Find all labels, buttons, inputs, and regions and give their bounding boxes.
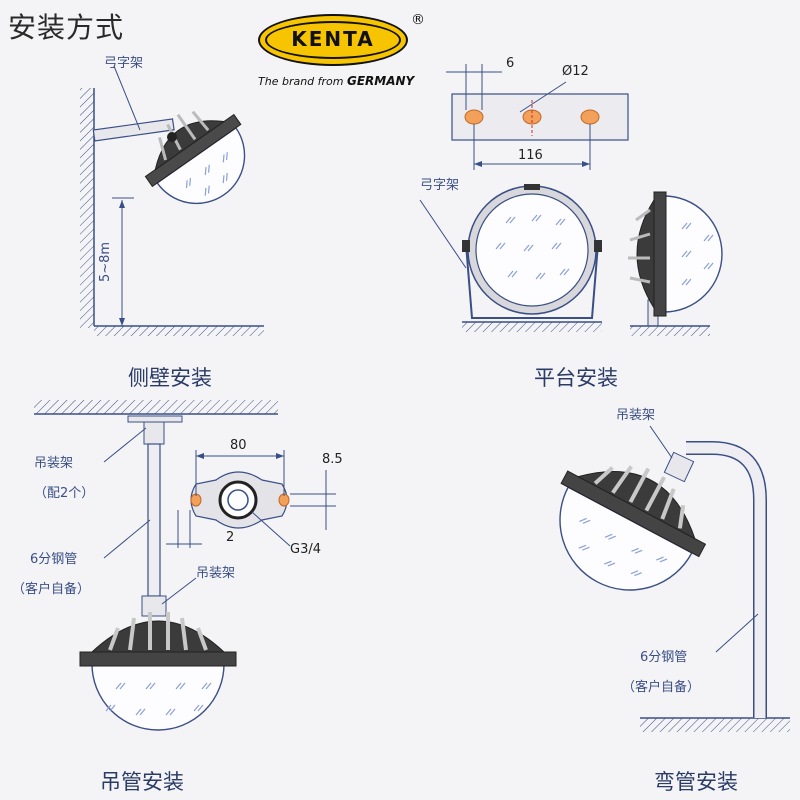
thread-leader (251, 511, 291, 547)
bent-lamp-fins (593, 465, 686, 529)
side-view-globe (663, 195, 723, 313)
side-bracket-label: 弓字架 (104, 56, 144, 71)
ceiling-hanger (143, 421, 165, 445)
height-label: 5~8m (98, 241, 113, 282)
side-wall-caption: 侧壁安装 (128, 366, 212, 390)
pendant-lamp-fins (108, 612, 208, 651)
front-lamp-pivot-left (462, 240, 470, 252)
bent-pipe-installation (559, 425, 790, 732)
bent-pipe-fill (686, 442, 766, 718)
dim-hole-diameter: Ø12 (562, 64, 589, 79)
bent-lamp-heatsink (576, 471, 696, 540)
lamp-hanger (141, 595, 167, 617)
tagline-prefix: The brand from (258, 75, 344, 88)
wall-arm (92, 118, 175, 142)
logo-oval (258, 14, 408, 66)
wall-hatch (80, 88, 94, 328)
dim-hanger-offset: 8.5 (322, 452, 343, 467)
dim-thread: G3/4 (290, 542, 321, 557)
bent-floor-hatch (640, 718, 790, 732)
pendant-pipe-note: （客户自备） (12, 582, 91, 597)
lamp-hanger-leader (161, 577, 197, 605)
dia12-leader (519, 81, 567, 113)
bent-pipe-caption: 弯管安装 (654, 770, 738, 794)
pendant-hanger-label: 吊装架 (34, 456, 74, 471)
dim-length: 116 (518, 148, 543, 163)
pendant-lamp-globe (91, 663, 225, 731)
height-arrow-bottom (119, 318, 125, 326)
ceiling-hatch (34, 400, 278, 414)
dim116-arrow-left (474, 161, 482, 167)
front-lamp-pivot-right (594, 240, 602, 252)
bent-lamp (559, 465, 707, 591)
plate-hole (580, 109, 600, 125)
hanger-center-bore (227, 489, 249, 511)
platform-base-hatch (462, 322, 602, 332)
dim116-arrow-right (582, 161, 590, 167)
bent-hanger (663, 451, 695, 483)
page-title: 安装方式 (8, 11, 125, 44)
pendant-lamp-heatsink (90, 620, 226, 653)
platform-installation (419, 64, 723, 336)
side-view-fins (628, 208, 651, 284)
bent-pipe-leader (715, 613, 759, 653)
dim80-arrow-right (276, 453, 284, 459)
platform-caption: 平台安装 (534, 366, 618, 390)
front-lamp-top-tab (524, 184, 540, 190)
logo-wordmark: KENTA (291, 27, 375, 51)
side-lamp-globe (156, 126, 246, 205)
platform-bracket-label: 弓字架 (420, 178, 460, 193)
side-bracket-pivot (167, 132, 177, 142)
bent-pipe-label: 6分钢管 (640, 650, 688, 665)
platform-bracket-leader (419, 199, 467, 269)
pendant-hanger-label-2: 吊装架 (196, 566, 236, 581)
bent-pipe-note: （客户自备） (622, 680, 701, 695)
logo-tagline: The brand from GERMANY (258, 74, 414, 88)
ceiling-mount-plate (127, 415, 183, 423)
pendant-caption: 吊管安装 (100, 770, 184, 794)
bent-hanger-leader (649, 425, 673, 459)
bent-lamp-globe (559, 486, 693, 591)
platform-bow-bracket (465, 243, 599, 319)
hanger-center-ring (218, 480, 258, 520)
dim-hanger-gap: 2 (226, 530, 235, 545)
plate-hole (464, 109, 484, 125)
bent-hanger-label: 吊装架 (616, 408, 656, 423)
pendant-lamp-ring (79, 651, 237, 667)
side-bracket-leader (113, 65, 141, 131)
pendant-installation (34, 400, 336, 731)
registered-mark: ® (411, 12, 425, 28)
dim-spacing: 6 (506, 56, 515, 71)
side-wall-installation (80, 65, 264, 336)
hanger-leader (103, 427, 147, 463)
side-lamp-heatsink (154, 120, 226, 171)
tagline-country: GERMANY (347, 74, 415, 88)
side-view-ring (653, 191, 667, 317)
pendant-hanger-note: （配2个） (34, 486, 95, 501)
side-lamp (144, 110, 246, 205)
floor-hatch (94, 326, 264, 336)
side-view-base-hatch (630, 326, 710, 336)
front-lamp-lens (475, 193, 589, 307)
dim-hanger-width: 80 (230, 438, 247, 453)
dim80-arrow-left (196, 453, 204, 459)
brand-logo: KENTA ® The brand from GERMANY (258, 12, 425, 90)
pipe-leader (103, 519, 151, 559)
height-arrow-top (119, 200, 125, 208)
pendant-pipe-label: 6分钢管 (30, 552, 78, 567)
